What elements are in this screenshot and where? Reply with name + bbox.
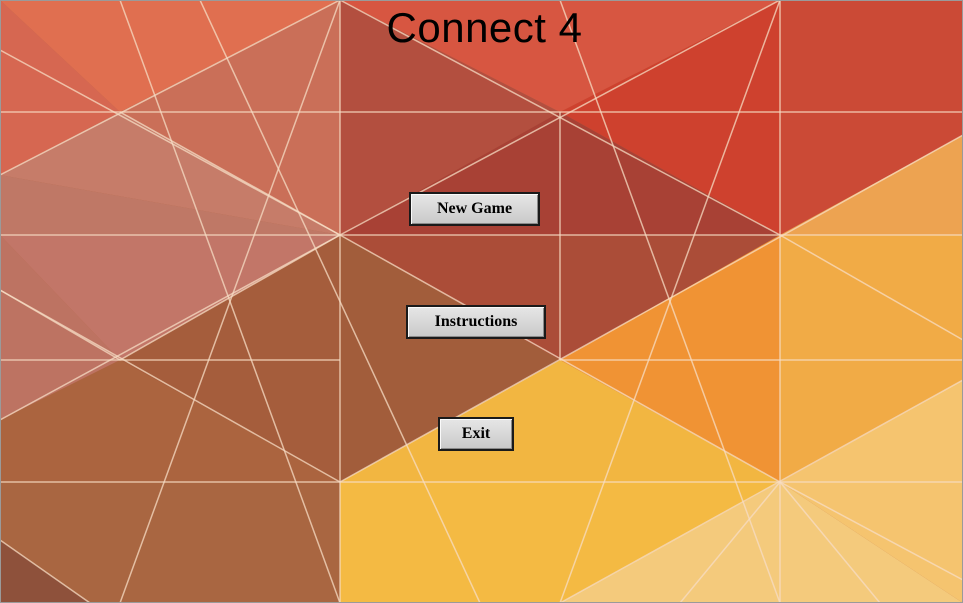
game-title: Connect 4 bbox=[386, 4, 583, 51]
exit-button[interactable]: Exit bbox=[438, 417, 514, 451]
instructions-button[interactable]: Instructions bbox=[406, 305, 546, 339]
new-game-button[interactable]: New Game bbox=[409, 192, 540, 226]
